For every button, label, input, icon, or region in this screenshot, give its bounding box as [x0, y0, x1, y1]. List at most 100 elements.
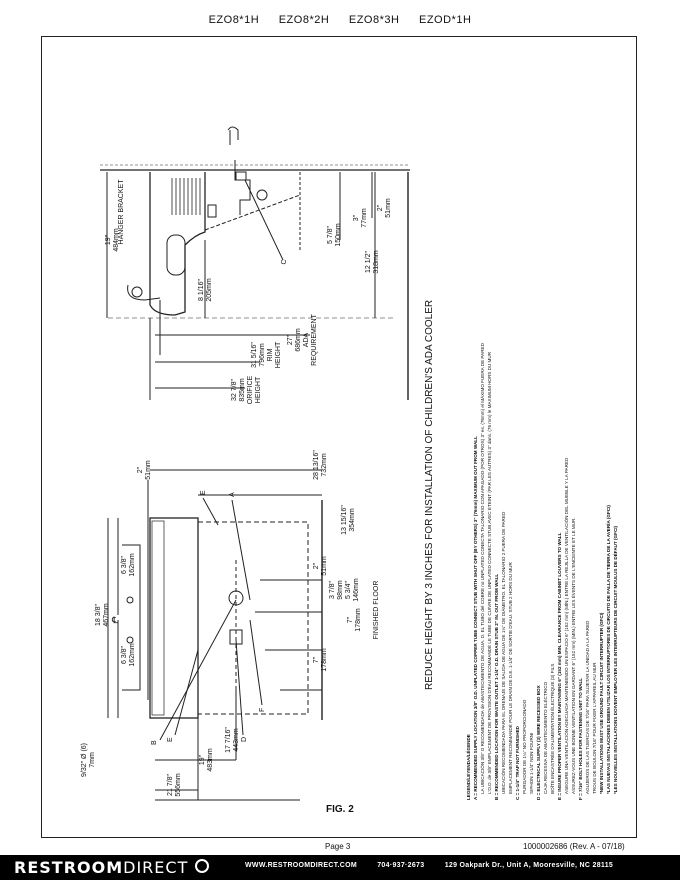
legend-f-es: AGUJEROS DE LAS TUERCAS DE 7/16" PARA SU… [585, 620, 590, 794]
legend-b-es: UBICACIÓN RECOMENDADA PARA EL DRENAJE DE… [500, 511, 506, 794]
dim-6b: 6 3/8" [121, 645, 128, 664]
legend-gfci-es: *LAS NUEVAS INSTALACIONES DEBEN UTILIZAR… [604, 505, 611, 794]
dim-32-mm: 835mm [239, 378, 246, 402]
website-link[interactable]: WWW.RESTROOMDIRECT.COM [245, 862, 357, 869]
dim-32-orifice: ORIFICE [247, 375, 254, 404]
legend-c-es: PURGADOR DE 1¼" NO PROPORCIONADO [522, 699, 527, 794]
dim-5-34: 5 3/4" [345, 580, 352, 599]
dim-12: 12 1/2" [365, 251, 372, 273]
address: 129 Oakpark Dr., Unit A, Mooresville, NC… [444, 862, 614, 869]
legend: LEGEND/LEYENDA/LÉGENDE A = RECOMMENDED S… [464, 342, 618, 800]
dim-8-mm: 205mm [206, 278, 213, 302]
drawing-frame [41, 36, 637, 838]
dim-5-78: 5 7/8" [327, 225, 334, 244]
figure-label: FIG. 2 [326, 804, 354, 815]
dim-27-req: REQUIREMENT [311, 313, 318, 365]
legend-d-es: CAJA RECESIVA DE ABASTECIMIENTO ELÉCTRIC… [542, 681, 548, 794]
legend-gfci-fr: *LES NOUVELLES INSTALLATIONS DOIVENT EMP… [611, 525, 618, 794]
dim-12-mm: 318mm [373, 250, 380, 274]
dim-19-mm: 484mm [113, 228, 120, 252]
dim-2-mid-mm: 51mm [321, 556, 328, 576]
dim-2-top: 2" [137, 466, 144, 473]
model-4: EZOD*1H [419, 14, 472, 26]
legend-a-en: A = RECOMMENDED SUPPLY LOCATION 3/8" O.D… [473, 436, 478, 800]
dim-bolt-hole: 9/32" Ø (6) [81, 743, 88, 777]
legend-heading: LEGEND/LEYENDA/LÉGENDE [464, 734, 471, 800]
page-number: Page 3 [325, 842, 351, 851]
dim-32: 32 7/8" [231, 379, 238, 401]
dim-13: 13 15/16" [341, 505, 348, 535]
dim-19: 19" [105, 234, 112, 245]
legend-d-fr: BOÎTE ENCASTRÉE D'ALIMENTATION ÉLECTRIQU… [549, 664, 555, 794]
dim-7a-mm: 178mm [355, 608, 362, 632]
letter-c: C [281, 259, 288, 264]
dim-7a: 7" [347, 616, 354, 623]
dim-3-mm: 77mm [361, 208, 368, 228]
dim-3-78: 3 7/8" [329, 580, 336, 599]
dim-31: 31 5/16" [251, 342, 258, 368]
legend-f-en: F = 7/16" BOLT HOLES FOR FASTENING UNIT … [578, 678, 583, 800]
model-3: EZO8*3H [348, 14, 400, 26]
dim-7b: 7" [313, 656, 320, 663]
dim-18: 18 3/8" [95, 604, 102, 626]
brand-thin: DIRECT [123, 858, 189, 877]
dim-bolt-hole-mm: 7mm [89, 752, 96, 768]
dim-28: 28 13/16" [313, 450, 320, 480]
dim-2-top-mm: 51mm [145, 460, 152, 480]
brand-logo-icon [195, 859, 209, 873]
brand-name: RESTROOMDIRECT [14, 858, 188, 877]
dim-2-mid: 2" [313, 562, 320, 569]
dim-21-mm: 556mm [175, 773, 182, 797]
model-list: EZO8*1H EZO8*2H EZO8*3H EZOD*1H [0, 14, 680, 26]
legend-d-en: D = ELECTRICAL SUPPLY (3) WIRE RECESSED … [536, 684, 541, 800]
main-title: REDUCE HEIGHT BY 3 INCHES FOR INSTALLATI… [424, 300, 435, 690]
letter-a: A [229, 492, 236, 497]
dim-13-mm: 354mm [349, 508, 356, 532]
model-1: EZO8*1H [208, 14, 260, 26]
legend-a-es: LA UBICACIÓN 3/8" O RECOMENDADA de ABAST… [479, 342, 485, 794]
letter-b: B [151, 740, 158, 745]
dim-3-78-mm: 98mm [337, 580, 344, 600]
legend-c-en: C = 1-1/4" TRAP NOT FURNISHED [515, 725, 520, 800]
brand-bold: RESTROOM [14, 858, 124, 877]
legend-gfci-en: *NEW INSTALLATIONS MUST USE GROUND FAULT… [599, 612, 604, 794]
dim-21: 21 7/8" [167, 774, 174, 796]
dim-18-mm: 467mm [103, 603, 110, 627]
dim-17: 17 7/16" [225, 727, 232, 753]
dim-2-wall-mm: 51mm [385, 198, 392, 218]
model-2: EZO8*2H [278, 14, 330, 26]
dim-17-mm: 443mm [233, 728, 240, 752]
dim-5-34-mm: 146mm [353, 578, 360, 602]
phone-number: 704·937·2673 [377, 862, 425, 869]
legend-e-fr: ASSUREZ-VOUS UNE BONNE VENTILATION EN GA… [570, 517, 576, 794]
legend-b-fr: EMPLACEMENT RECOMMANDÉ POUR LE DRAIN DE … [507, 562, 513, 794]
dim-27: 27" [287, 334, 294, 345]
dim-32-height: HEIGHT [255, 376, 262, 403]
legend-f-fr: TROUS DE BOULON 7/16" POUR FIXER L'APPAR… [592, 662, 597, 794]
dim-19b-mm: 483mm [207, 748, 214, 772]
footer-contact: WWW.RESTROOMDIRECT.COM 704·937·2673 129 … [245, 862, 631, 869]
finished-floor-label: FINISHED FLOOR [373, 581, 380, 640]
letter-e-top: E [200, 490, 207, 495]
letter-e-bottom: E [167, 737, 174, 742]
footer-bar: RESTROOMDIRECT WWW.RESTROOMDIRECT.COM 70… [0, 855, 680, 880]
dim-28-mm: 732mm [321, 453, 328, 477]
letter-f: F [259, 708, 266, 712]
dim-19b: 19" [199, 754, 206, 765]
legend-e-en: E = INSURE PROPER VENTILATION BY MAINTAI… [557, 532, 562, 800]
dim-3: 3" [353, 214, 360, 221]
dim-31-mm: 796mm [259, 343, 266, 367]
legend-c-fr: SIPHON 1-1/4" NON FOURNI [529, 733, 534, 794]
dim-7b-mm: 178mm [321, 648, 328, 672]
dim-8: 8 1/16" [198, 279, 205, 301]
dim-27-mm: 686mm [295, 328, 302, 352]
dim-27-ada: ADA [303, 332, 310, 347]
dim-6a: 6 3/8" [121, 555, 128, 574]
dim-31-height: HEIGHT [275, 341, 282, 368]
dim-5-78-mm: 150mm [335, 223, 342, 247]
letter-d: D [241, 737, 248, 742]
dim-31-rim: RIM [267, 348, 274, 361]
centerline-symbol: ℄ [111, 615, 118, 625]
hanger-bracket-label: HANGER BRACKET [118, 179, 125, 245]
